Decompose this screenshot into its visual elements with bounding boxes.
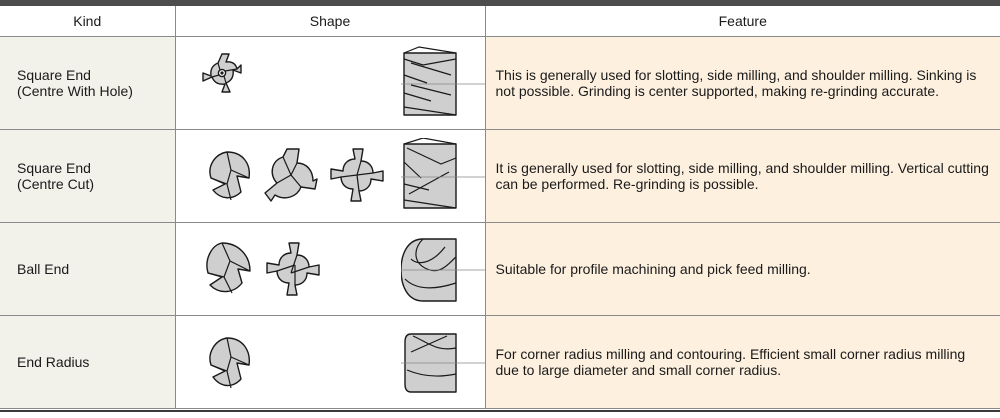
table-row: Square End (Centre With Hole) — [0, 36, 1000, 130]
shape-cell — [174, 315, 486, 409]
top-rule — [0, 0, 1000, 6]
end-mill-types-table: Kind Shape Feature Square End (Centre Wi… — [0, 6, 1000, 409]
feature-cell: This is generally used for slotting, sid… — [484, 36, 1000, 130]
end-mill-cross-section-3-flute-icon — [263, 148, 318, 202]
feature-text: This is generally used for slotting, sid… — [495, 67, 977, 99]
kind-cell: Square End (Centre With Hole) — [0, 36, 176, 130]
table-row: Square End (Centre Cut) — [0, 129, 1000, 223]
kind-label: Square End (Centre With Hole) — [17, 67, 133, 99]
end-radius-mill-side-view-icon — [400, 333, 485, 393]
kind-label: Square End (Centre Cut) — [17, 160, 95, 192]
kind-cell: Square End (Centre Cut) — [0, 129, 176, 223]
end-mill-cross-section-2-flute-icon — [208, 151, 250, 201]
feature-text: It is generally used for slotting, side … — [495, 160, 989, 192]
feature-text: For corner radius milling and contouring… — [495, 346, 966, 378]
table-row: Ball End — [0, 222, 1000, 316]
end-mill-side-view-icon — [400, 46, 485, 116]
kind-cell: End Radius — [0, 315, 176, 409]
ball-end-mill-side-view-icon — [400, 238, 485, 302]
shape-cell — [174, 129, 486, 223]
shape-cell — [174, 36, 486, 130]
table-row: End Radius — [0, 315, 1000, 409]
kind-label: Ball End — [17, 261, 70, 277]
shape-cell — [174, 222, 486, 316]
header-kind: Kind — [0, 6, 176, 37]
end-mill-side-view-icon — [400, 138, 485, 209]
feature-cell: Suitable for profile machining and pick … — [484, 222, 1000, 316]
feature-cell: It is generally used for slotting, side … — [484, 129, 1000, 223]
table-header-row: Kind Shape Feature — [0, 6, 1000, 37]
header-shape: Shape — [174, 6, 486, 37]
end-mill-cross-section-4-flute-icon — [329, 148, 384, 202]
kind-label: End Radius — [17, 354, 90, 370]
feature-text: Suitable for profile machining and pick … — [495, 261, 811, 277]
end-mill-cross-section-4-flute-with-hole-icon — [201, 53, 242, 93]
header-feature: Feature — [484, 6, 1000, 37]
ball-end-mill-cross-section-2-flute-icon — [205, 242, 251, 294]
ball-end-mill-cross-section-4-flute-icon — [265, 242, 320, 296]
bottom-rule — [0, 410, 1000, 412]
kind-cell: Ball End — [0, 222, 176, 316]
feature-cell: For corner radius milling and contouring… — [484, 315, 1000, 409]
end-radius-mill-cross-section-icon — [208, 337, 250, 389]
